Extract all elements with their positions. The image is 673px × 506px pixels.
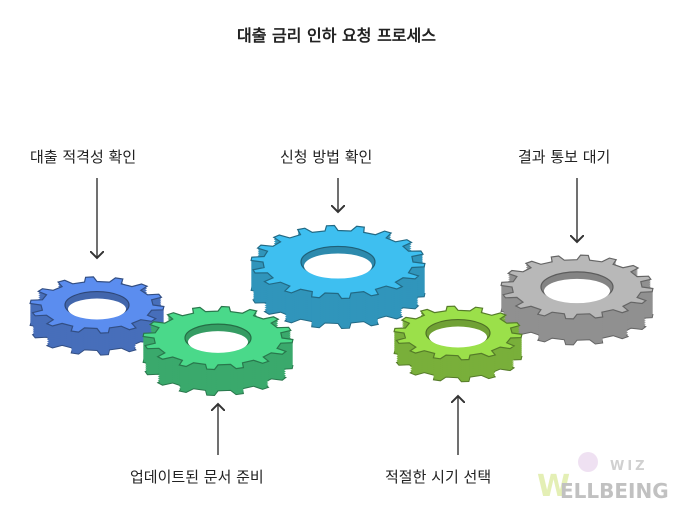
watermark-main-text: ELLBEING bbox=[560, 479, 669, 503]
watermark-emblem bbox=[578, 452, 598, 472]
label-application-method: 신청 방법 확인 bbox=[280, 148, 373, 166]
label-wait-result: 결과 통보 대기 bbox=[518, 148, 611, 166]
gear-eligibility bbox=[29, 276, 165, 356]
watermark-small-text: WIZ bbox=[610, 459, 648, 474]
label-eligibility: 대출 적격성 확인 bbox=[30, 148, 137, 166]
gear-application bbox=[250, 224, 426, 330]
label-timing: 적절한 시기 선택 bbox=[385, 468, 492, 486]
gear-result bbox=[500, 254, 654, 346]
label-prepare-documents: 업데이트된 문서 준비 bbox=[130, 468, 264, 486]
gear-documents bbox=[142, 305, 294, 397]
watermark-logo: W WIZ ELLBEING bbox=[537, 452, 669, 504]
watermark-initial: W bbox=[537, 469, 570, 504]
diagram-title: 대출 금리 인하 요청 프로세스 bbox=[237, 26, 436, 45]
gear-timing bbox=[393, 305, 523, 383]
